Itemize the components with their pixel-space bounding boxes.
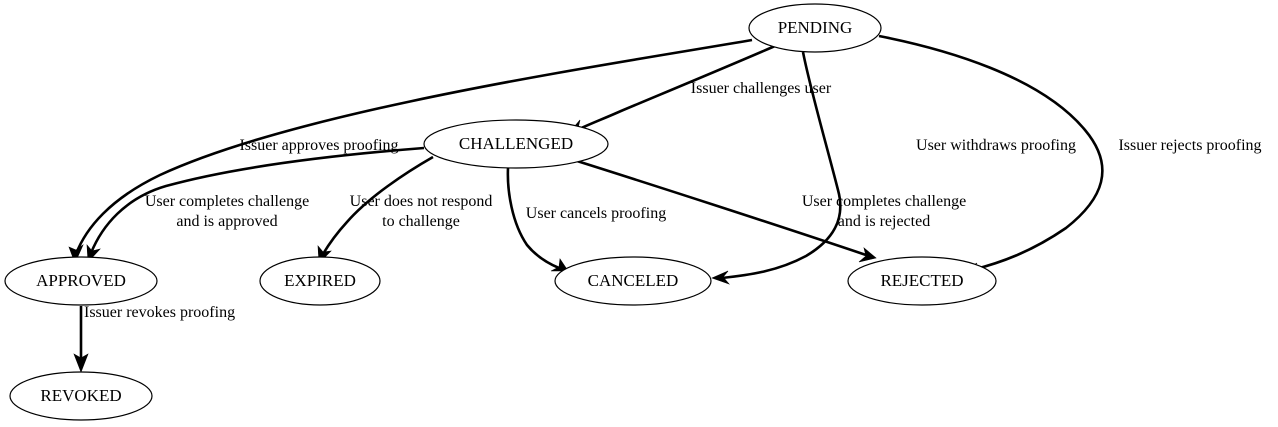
edge-pending-to-approved[interactable]: Issuer approves proofing [68, 38, 753, 264]
node-expired-ellipse [259, 256, 381, 306]
node-pending-ellipse [748, 3, 882, 53]
node-challenged[interactable]: CHALLENGED [423, 119, 609, 169]
node-canceled[interactable]: CANCELED [554, 256, 712, 306]
node-rejected-label: REJECTED [880, 271, 963, 290]
edge-challenged-to-canceled[interactable]: User cancels proofing [506, 167, 666, 272]
node-revoked-label: REVOKED [40, 386, 121, 405]
edge-label-challenged-expired-line2: to challenge [382, 213, 460, 230]
node-pending[interactable]: PENDING [748, 3, 882, 53]
node-challenged-label: CHALLENGED [459, 134, 573, 153]
edge-pending-to-canceled[interactable]: User withdraws proofing [711, 51, 1076, 285]
node-expired-label: EXPIRED [284, 271, 356, 290]
edge-path-challenged-expired [321, 155, 434, 255]
edge-label-challenged-approved-line1: User completes challenge [145, 193, 309, 210]
edge-approved-to-revoked[interactable]: Issuer revokes proofing [73, 304, 235, 373]
edge-path-pending-canceled [721, 51, 842, 280]
edge-label-approved-revoked: Issuer revokes proofing [84, 304, 235, 321]
arrowhead-pending-approved [68, 244, 84, 264]
edge-label-challenged-approved-line2: and is approved [176, 213, 277, 230]
arrowhead-approved-revoked [73, 353, 89, 373]
edge-label-challenged-rejected-line2: and is rejected [838, 213, 930, 230]
node-approved-label: APPROVED [36, 271, 126, 290]
edge-path-challenged-approved [89, 146, 425, 254]
edge-path-challenged-rejected [576, 159, 867, 257]
node-expired[interactable]: EXPIRED [259, 256, 381, 306]
edge-path-pending-approved [74, 38, 753, 255]
node-revoked-ellipse [9, 371, 153, 421]
edge-label-challenged-expired-line1: User does not respond [350, 193, 493, 210]
node-approved[interactable]: APPROVED [4, 256, 158, 306]
nodes-layer: PENDING CHALLENGED APPROVED EXPIRED CANC… [4, 3, 997, 421]
arrowhead-challenged-canceled [550, 258, 569, 272]
node-rejected-ellipse [847, 256, 997, 306]
node-revoked[interactable]: REVOKED [9, 371, 153, 421]
edge-label-pending-challenged: Issuer challenges user [691, 80, 832, 97]
edge-label-pending-approved: Issuer approves proofing [239, 137, 398, 154]
edges-layer: Issuer approves proofing Issuer challeng… [68, 34, 1262, 373]
arrowhead-challenged-rejected [858, 247, 877, 263]
node-canceled-ellipse [554, 256, 712, 306]
edge-challenged-to-rejected[interactable]: User completes challenge and is rejected [576, 159, 966, 263]
edge-challenged-to-approved[interactable]: User completes challenge and is approved [86, 146, 425, 263]
node-approved-ellipse [4, 256, 158, 306]
edge-pending-to-challenged[interactable]: Issuer challenges user [568, 44, 832, 134]
edge-label-pending-rejected: Issuer rejects proofing [1118, 137, 1261, 154]
edge-path-challenged-canceled [506, 167, 560, 270]
edge-challenged-to-expired[interactable]: User does not respond to challenge [317, 155, 493, 264]
node-challenged-ellipse [423, 119, 609, 169]
node-rejected[interactable]: REJECTED [847, 256, 997, 306]
node-canceled-label: CANCELED [588, 271, 679, 290]
edge-label-challenged-rejected-line1: User completes challenge [802, 193, 966, 210]
edge-path-pending-rejected [878, 34, 1104, 272]
arrowhead-pending-canceled [711, 270, 730, 285]
edge-label-pending-canceled: User withdraws proofing [916, 137, 1076, 154]
node-pending-label: PENDING [778, 18, 853, 37]
edge-pending-to-rejected[interactable]: Issuer rejects proofing [878, 34, 1262, 277]
edge-path-pending-challenged [576, 44, 776, 132]
edge-label-challenged-canceled: User cancels proofing [526, 205, 666, 222]
